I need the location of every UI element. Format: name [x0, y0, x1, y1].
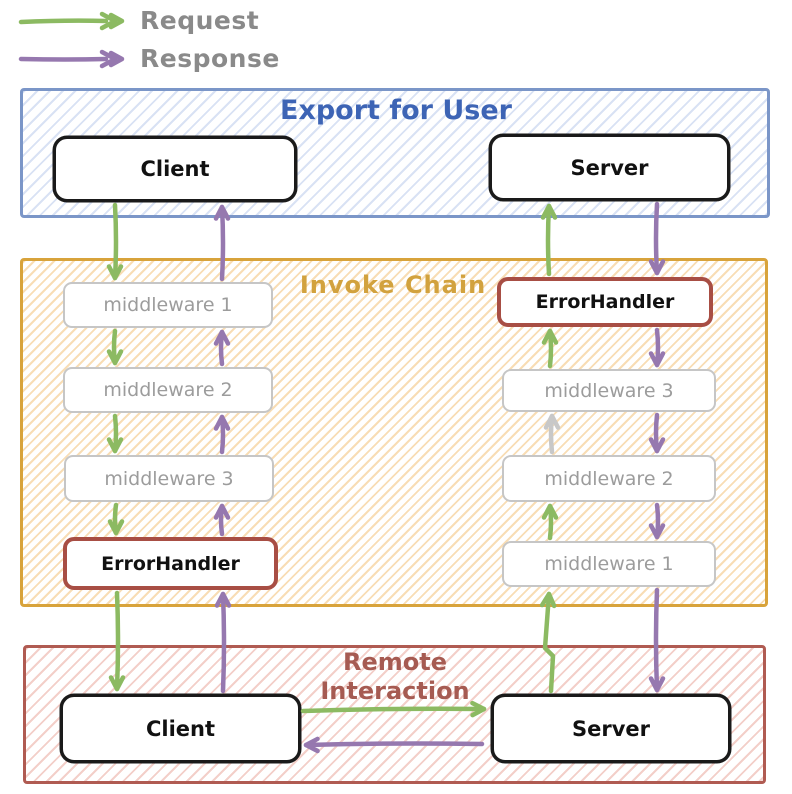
- node-client-top: Client: [53, 136, 297, 202]
- node-client-bottom: Client: [60, 694, 301, 763]
- legend-item-request: Request: [18, 6, 259, 35]
- node-middleware-3-left: middleware 3: [64, 455, 274, 502]
- request-arrow-icon: [18, 11, 125, 30]
- section-title-invoke-chain: Invoke Chain: [299, 271, 487, 299]
- section-title-export-for-user: Export for User: [280, 95, 512, 126]
- legend-label-request: Request: [140, 6, 260, 35]
- node-errorhandler-right: ErrorHandler: [497, 277, 713, 327]
- node-server-bottom: Server: [491, 694, 731, 763]
- node-middleware-1-right: middleware 1: [502, 541, 716, 587]
- remote-title-line2: Interaction: [320, 676, 470, 705]
- section-title-remote-interaction: Remote Interaction: [300, 648, 490, 706]
- remote-title-line1: Remote: [342, 648, 447, 676]
- legend-label-response: Response: [140, 44, 280, 73]
- response-arrow-icon: [18, 49, 125, 68]
- node-middleware-3-right: middleware 3: [502, 369, 716, 412]
- legend-item-response: Response: [18, 44, 280, 73]
- node-middleware-2-left: middleware 2: [63, 367, 273, 413]
- node-middleware-2-right: middleware 2: [502, 455, 716, 502]
- node-server-top: Server: [489, 134, 730, 201]
- node-errorhandler-left: ErrorHandler: [63, 537, 278, 590]
- node-middleware-1-left: middleware 1: [63, 282, 273, 328]
